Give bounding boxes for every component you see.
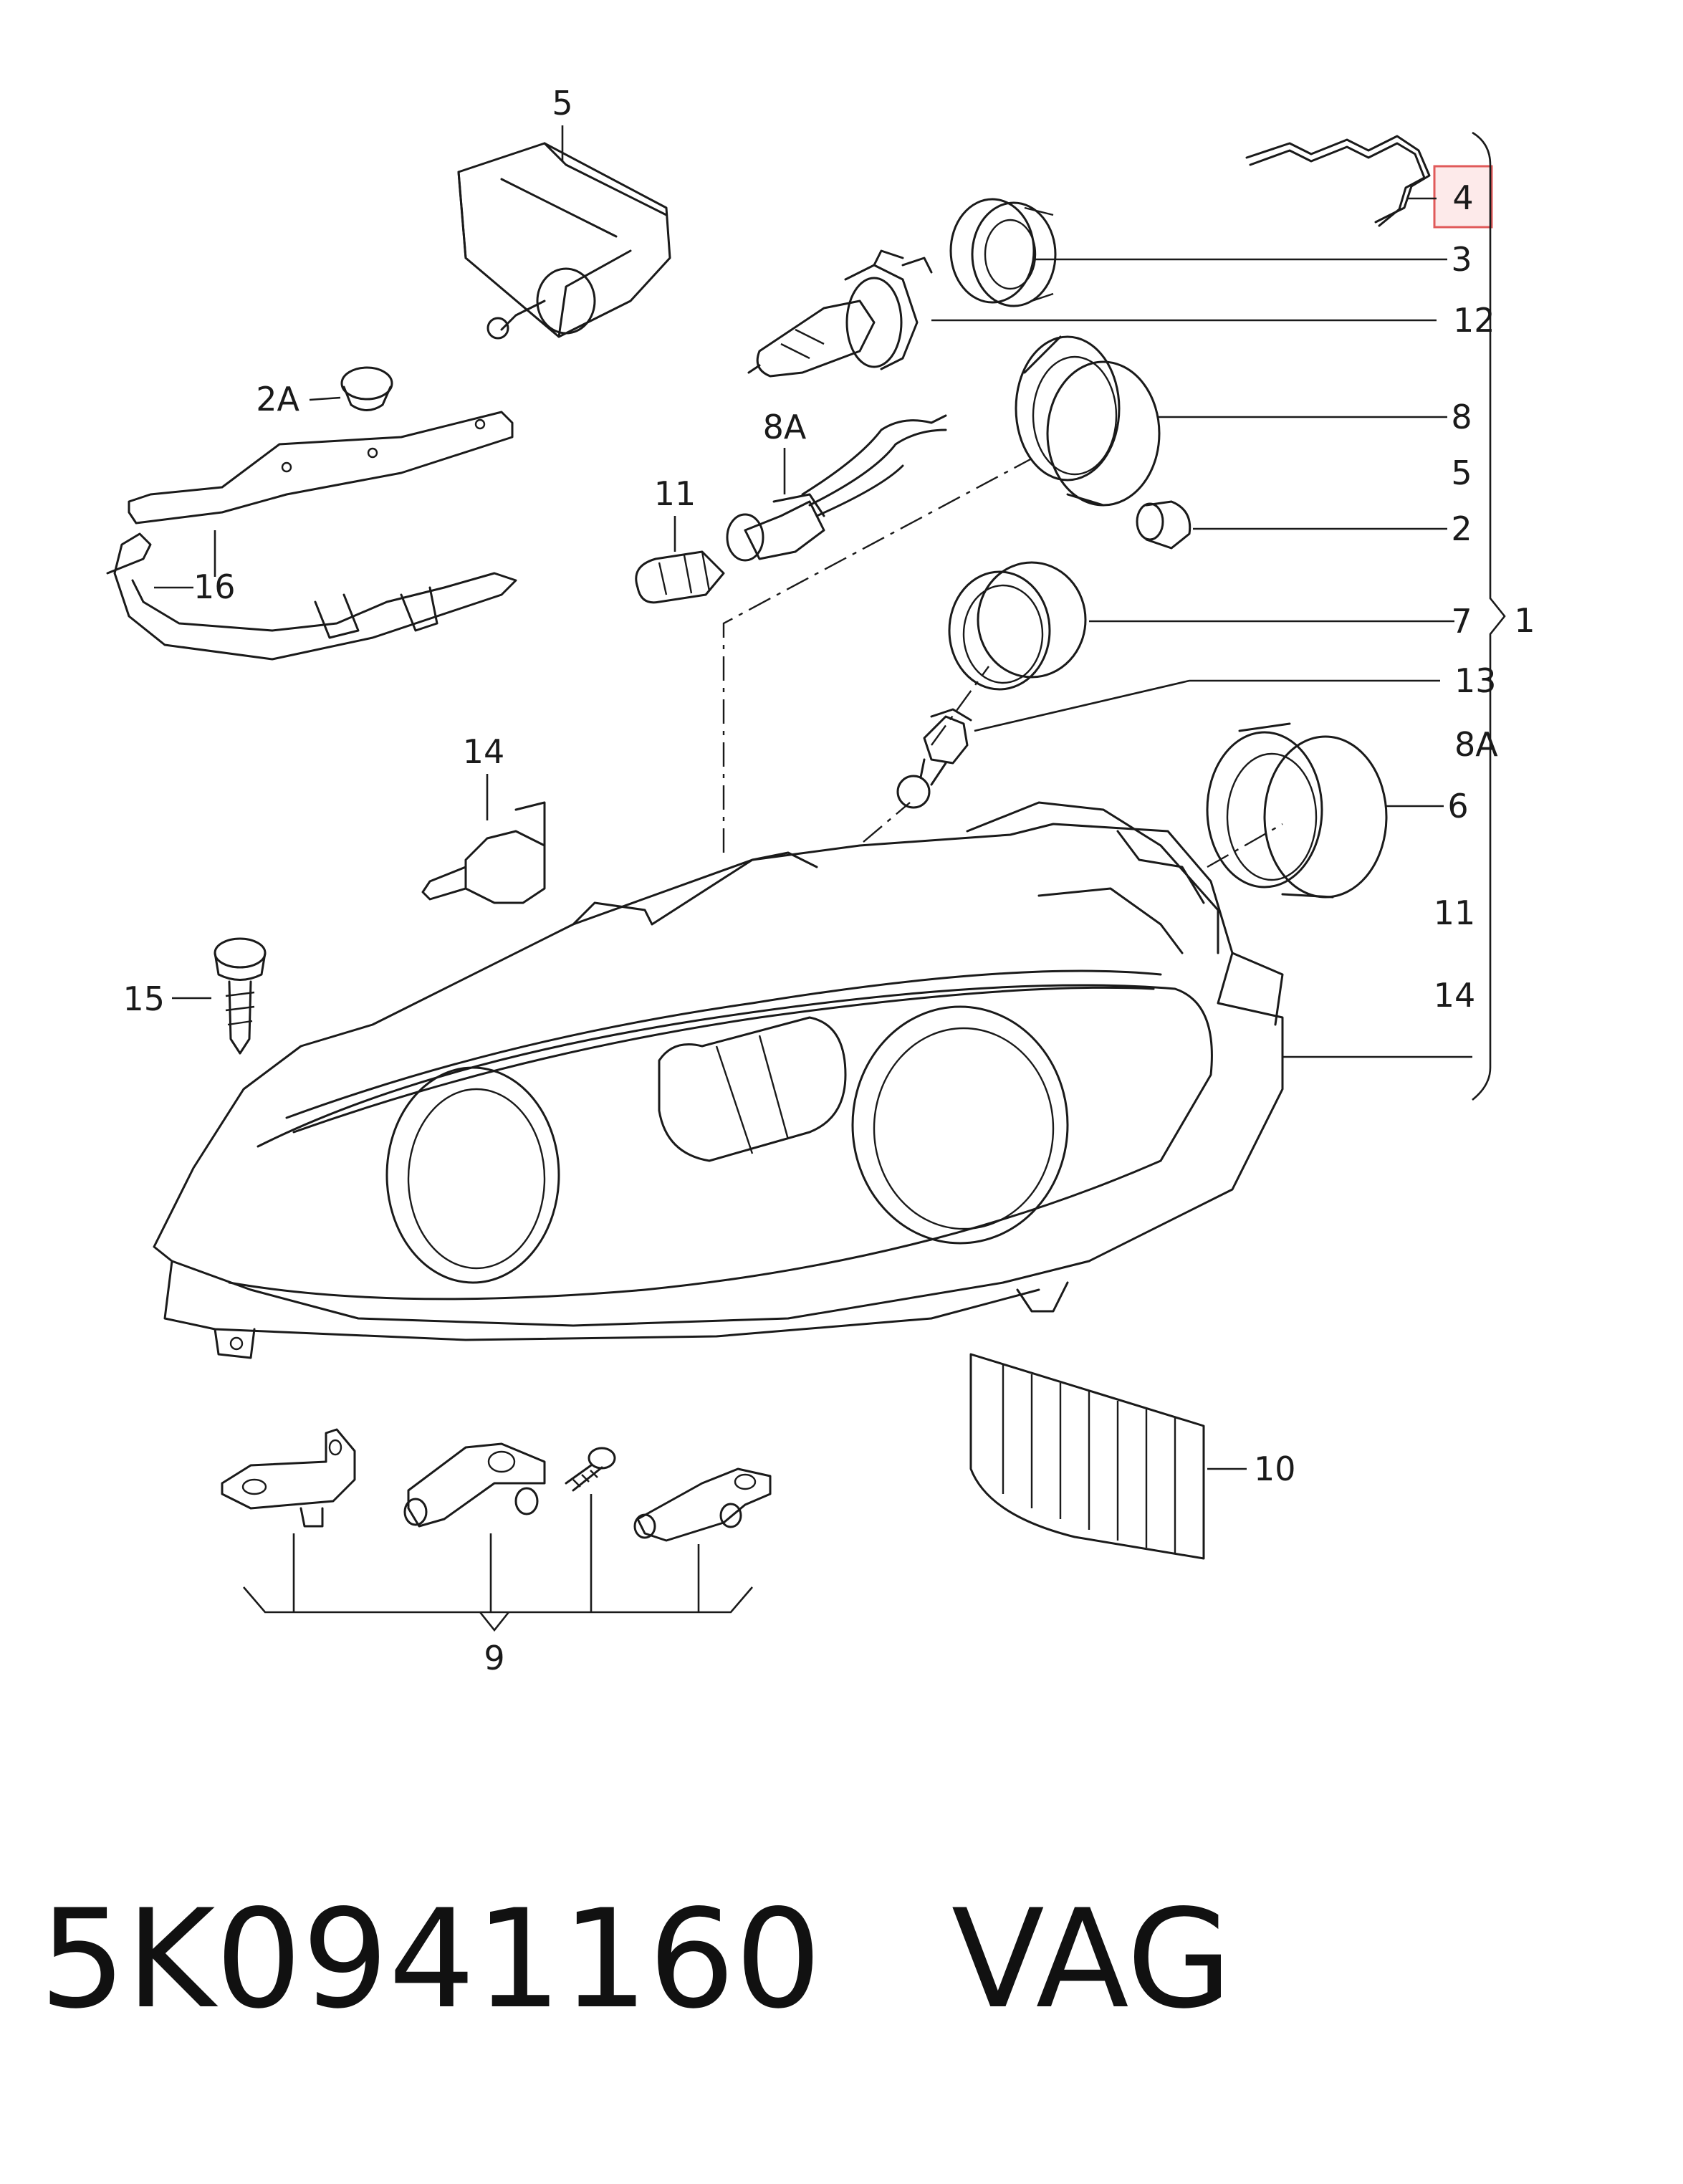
part-number: 5K0941160 xyxy=(39,1880,822,2039)
callout-5-top: 5 xyxy=(552,84,572,123)
part-6-cover-cap xyxy=(1206,722,1388,899)
callout-8: 8 xyxy=(1451,398,1472,436)
part-12-halogen-bulb xyxy=(747,249,933,378)
callout-11-left: 11 xyxy=(654,474,696,513)
callout-9: 9 xyxy=(484,1639,504,1677)
part-10-lens-panel xyxy=(969,1353,1205,1560)
callout-4-highlight xyxy=(1433,165,1493,229)
group-1-bracket xyxy=(1472,131,1506,1101)
part-14-bulb-socket xyxy=(421,801,546,904)
callout-2: 2 xyxy=(1451,509,1472,548)
callout-11-right: 11 xyxy=(1434,894,1476,932)
callout-6: 6 xyxy=(1447,787,1468,825)
callout-10: 10 xyxy=(1254,1450,1296,1488)
part-15-screw xyxy=(214,937,267,1055)
callout-15: 15 xyxy=(123,980,165,1018)
main-headlight-housing xyxy=(153,801,1284,1359)
dash-line-4 xyxy=(1207,823,1283,868)
dash-line-2 xyxy=(863,802,911,843)
part-16-bracket xyxy=(106,411,517,661)
leader-2A xyxy=(309,396,341,401)
part-8-cover-cap xyxy=(1015,335,1161,507)
callout-5-right: 5 xyxy=(1451,454,1472,492)
callout-16: 16 xyxy=(193,567,236,606)
callout-8A-right: 8A xyxy=(1454,725,1498,764)
leader-13a xyxy=(974,679,1190,732)
callout-2A: 2A xyxy=(256,380,299,418)
part-11-bulb xyxy=(635,550,725,604)
callout-7: 7 xyxy=(1451,602,1472,641)
callout-12: 12 xyxy=(1453,301,1495,340)
callout-4: 4 xyxy=(1452,178,1473,217)
callout-1: 1 xyxy=(1514,601,1535,640)
callout-14-right: 14 xyxy=(1434,976,1476,1015)
brand-name: VAG xyxy=(951,1880,1232,2039)
part-8A-bulb-holder xyxy=(726,414,947,562)
callout-14-left: 14 xyxy=(463,732,505,771)
dash-line-1 xyxy=(722,457,1032,853)
part-5-levelling-motor xyxy=(457,142,671,340)
part-number-caption: 5K0941160 VAG xyxy=(39,1892,1232,2028)
part-9-leaders xyxy=(243,1494,753,1632)
part-9-repair-brackets xyxy=(221,1428,772,1542)
part-7-cover-cap xyxy=(948,561,1087,691)
part-2A-plug xyxy=(340,366,393,411)
callout-13: 13 xyxy=(1454,661,1497,700)
callout-3: 3 xyxy=(1451,240,1472,279)
part-13-bulb xyxy=(896,708,972,809)
part-3-retaining-ring xyxy=(949,198,1057,307)
dash-line-3 xyxy=(931,666,989,746)
callout-8A-left: 8A xyxy=(763,408,807,446)
part-4-wire-clip xyxy=(1245,135,1431,227)
part-2-small-cap xyxy=(1136,500,1191,550)
